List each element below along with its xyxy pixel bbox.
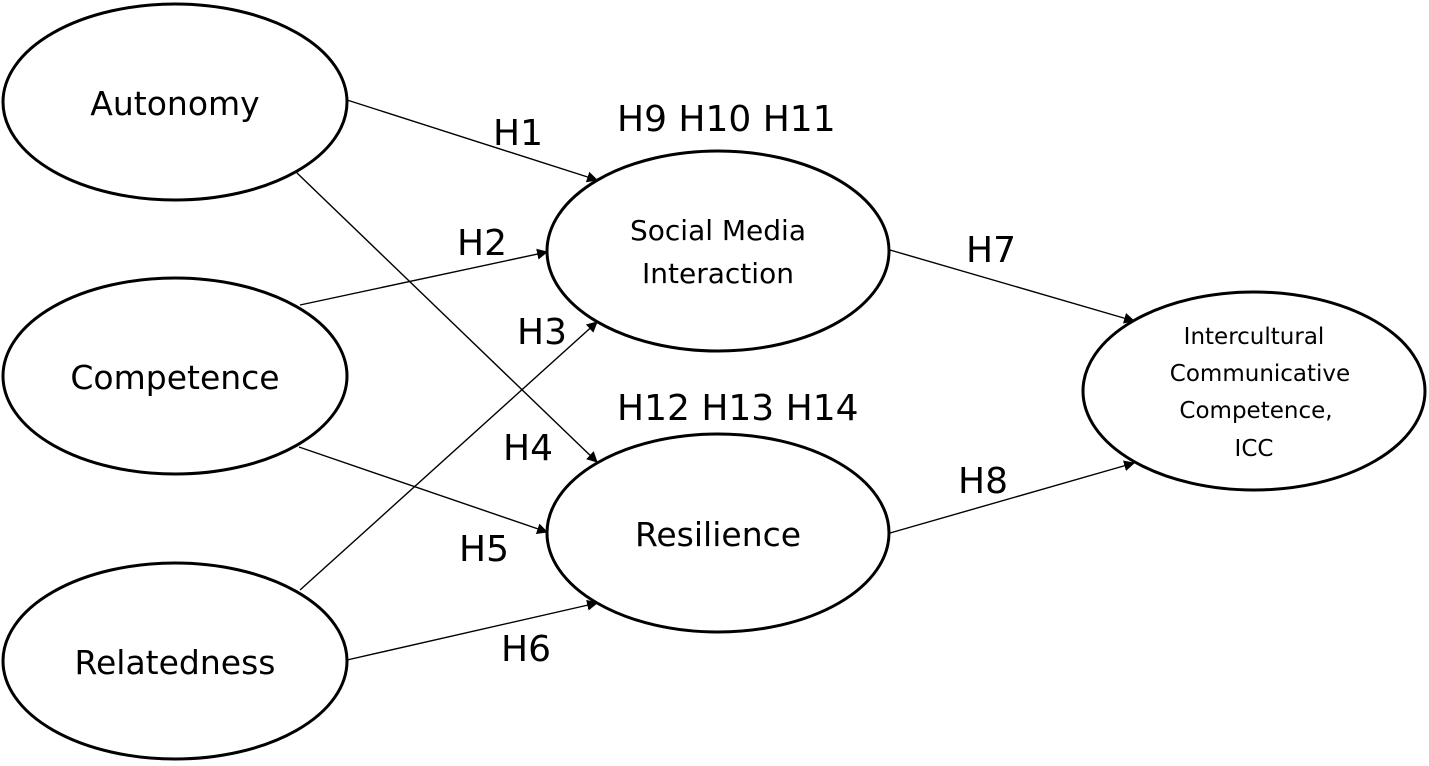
node-autonomy-label: Autonomy bbox=[90, 84, 259, 123]
edge-label-h5: H5 bbox=[459, 529, 509, 570]
edge-label-h1: H1 bbox=[493, 113, 543, 154]
node-icc-ellipse bbox=[1081, 290, 1427, 492]
edge-label-h4: H4 bbox=[503, 428, 553, 469]
node-resilience: Resilience bbox=[545, 432, 891, 634]
node-smi-ellipse bbox=[545, 149, 891, 353]
node-resilience-ellipse bbox=[545, 432, 891, 634]
node-smi-label-line-2: Interaction bbox=[642, 257, 794, 290]
node-icc-label-line-2: Communicative bbox=[1170, 361, 1350, 387]
edge-competence-smi bbox=[299, 248, 549, 306]
edge-smi-icc bbox=[889, 249, 1136, 324]
edge-label-h8: H8 bbox=[958, 461, 1008, 502]
node-social-media-interaction: Social Media Interaction bbox=[545, 149, 891, 353]
node-relatedness: Relatedness bbox=[1, 561, 349, 761]
edge-relatedness-smi bbox=[299, 321, 598, 591]
node-competence-label: Competence bbox=[70, 358, 279, 397]
node-competence: Competence bbox=[1, 276, 349, 476]
edge-label-h7: H7 bbox=[966, 230, 1016, 271]
hypothesis-labels: H1 H2 H3 H4 H5 H6 H7 H8 H9 H10 H11 H12 H… bbox=[457, 99, 1016, 670]
edge-label-h2: H2 bbox=[457, 223, 507, 264]
node-competence-ellipse bbox=[1, 276, 349, 476]
edge-label-h6: H6 bbox=[501, 629, 551, 670]
edge-label-h3: H3 bbox=[517, 312, 567, 353]
node-relatedness-label: Relatedness bbox=[75, 643, 276, 682]
mediation-label-resilience: H12 H13 H14 bbox=[617, 388, 859, 429]
node-icc: Intercultural Communicative Competence, … bbox=[1081, 290, 1427, 492]
mediation-label-smi: H9 H10 H11 bbox=[617, 99, 836, 140]
edge-autonomy-resilience bbox=[296, 172, 598, 463]
node-icc-label-line-3: Competence, bbox=[1179, 398, 1332, 424]
edges bbox=[296, 99, 1136, 661]
edge-relatedness-resilience bbox=[346, 599, 599, 661]
node-autonomy-ellipse bbox=[1, 2, 349, 202]
edge-competence-resilience bbox=[298, 446, 549, 534]
node-resilience-label: Resilience bbox=[635, 515, 801, 554]
node-autonomy: Autonomy bbox=[1, 2, 349, 202]
edge-autonomy-smi bbox=[346, 99, 599, 183]
node-icc-label-line-1: Intercultural bbox=[1184, 324, 1325, 350]
edge-resilience-icc bbox=[889, 460, 1136, 534]
node-icc-label-line-4: ICC bbox=[1235, 436, 1274, 462]
node-smi-label-line-1: Social Media bbox=[630, 214, 806, 247]
node-relatedness-ellipse bbox=[1, 561, 349, 761]
